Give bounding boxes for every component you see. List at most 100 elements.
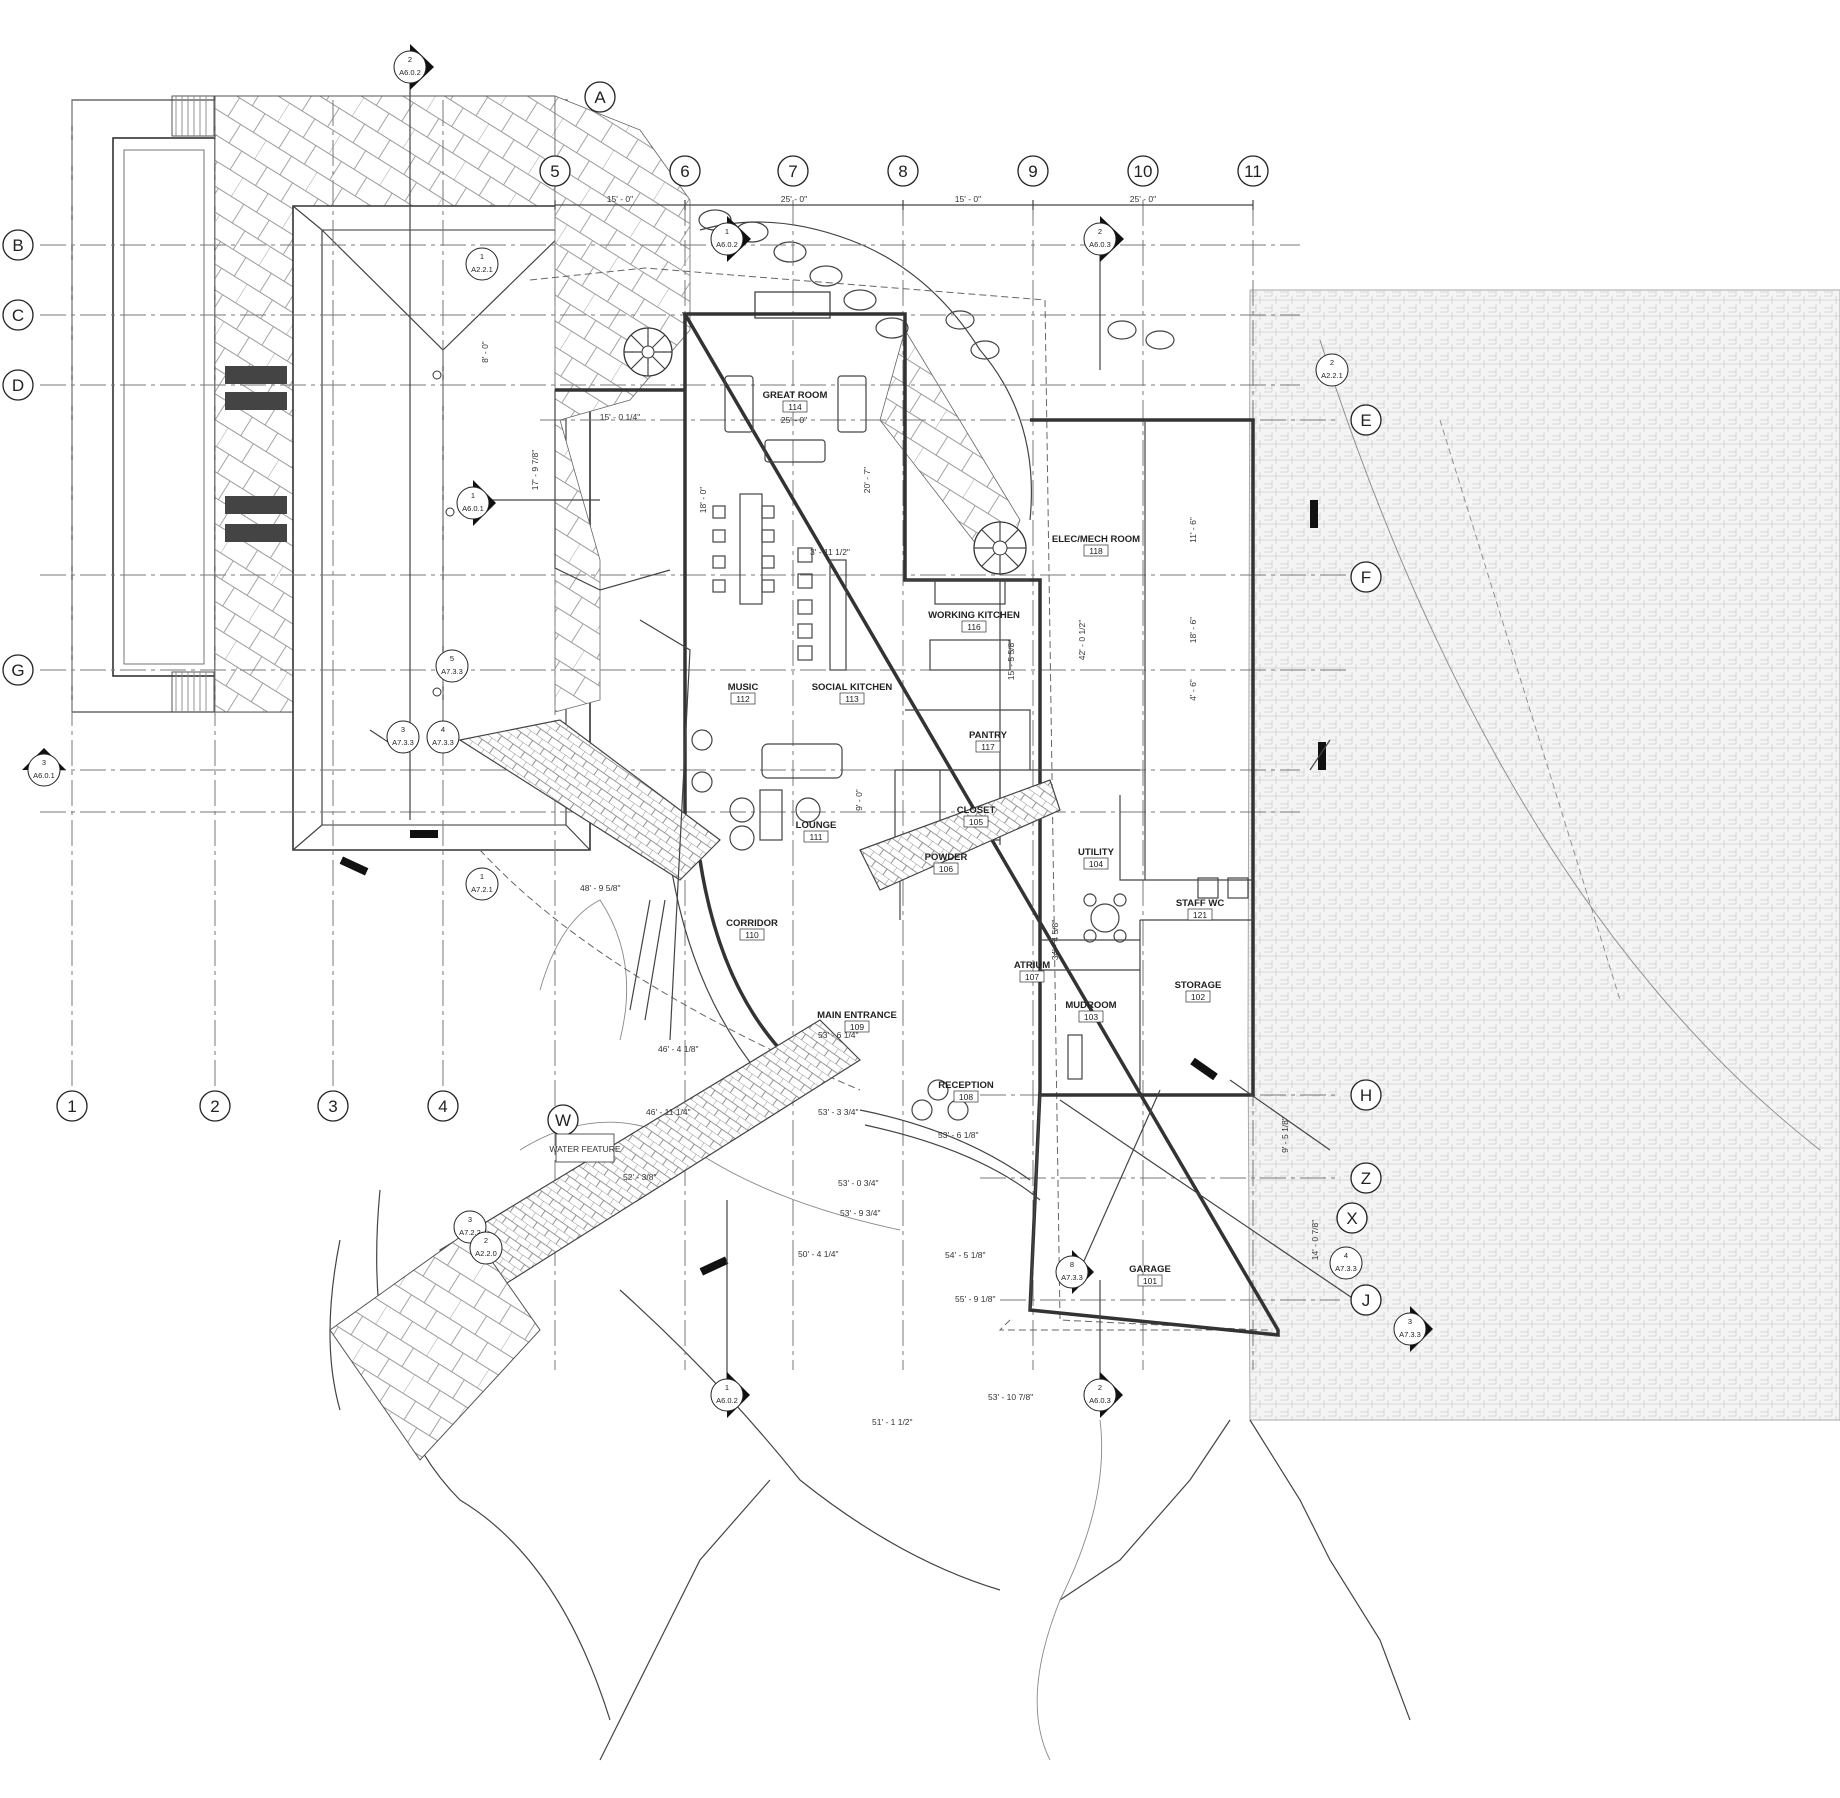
svg-text:4: 4 <box>1344 1251 1348 1260</box>
svg-text:A7.3.3: A7.3.3 <box>1399 1330 1421 1339</box>
grid-bubble-9: 9 <box>1017 155 1049 187</box>
svg-text:A2.2.1: A2.2.1 <box>1321 371 1343 380</box>
svg-text:105: 105 <box>969 817 983 827</box>
svg-text:109: 109 <box>850 1022 864 1032</box>
svg-text:A6.0.2: A6.0.2 <box>399 68 421 77</box>
svg-text:A7.2.2: A7.2.2 <box>459 1228 481 1237</box>
stone-garden-path <box>554 95 691 713</box>
svg-text:A7.3.3: A7.3.3 <box>441 667 463 676</box>
section-tag: 4A7.3.3 <box>1329 1246 1363 1280</box>
svg-text:103: 103 <box>1084 1012 1098 1022</box>
svg-text:1: 1 <box>471 491 475 500</box>
svg-text:18' - 0": 18' - 0" <box>698 487 708 513</box>
grid-bubble-W: W <box>547 1104 579 1136</box>
svg-text:5: 5 <box>450 654 454 663</box>
fireplace <box>754 291 831 319</box>
svg-text:20' - 7": 20' - 7" <box>862 467 872 493</box>
column-dimension: 15' - 0" <box>955 194 981 204</box>
svg-text:114: 114 <box>788 402 802 412</box>
section-tag: 1A2.2.1 <box>465 247 499 281</box>
spot-elevation: 46' - 11 1/4" <box>646 1107 691 1117</box>
grid-bubble-Z: Z <box>1350 1162 1382 1194</box>
spot-elevation: 53' - 3 3/4" <box>818 1107 859 1117</box>
svg-text:CORRIDOR: CORRIDOR <box>726 918 778 929</box>
svg-text:42' - 0 1/2": 42' - 0 1/2" <box>1077 620 1087 661</box>
svg-text:2: 2 <box>408 55 412 64</box>
spot-elevation: 53' - 9 3/4" <box>840 1208 881 1218</box>
grid-bubble-5: 5 <box>539 155 571 187</box>
grid-label: 6 <box>680 162 689 181</box>
svg-text:A6.0.2: A6.0.2 <box>716 1396 738 1405</box>
svg-text:CLOSET: CLOSET <box>957 805 996 816</box>
grid-bubble-7: 7 <box>777 155 809 187</box>
svg-text:53' - 0 3/4": 53' - 0 3/4" <box>838 1178 879 1188</box>
grid-bubble-C: C <box>2 299 34 331</box>
stone-step-path <box>329 1229 541 1461</box>
svg-text:101: 101 <box>1143 1276 1157 1286</box>
section-tag: 5A7.3.3 <box>435 649 469 683</box>
svg-text:53' - 6 1/8": 53' - 6 1/8" <box>938 1130 979 1140</box>
svg-text:113: 113 <box>845 694 859 704</box>
grid-bubble-D: D <box>2 369 34 401</box>
section-tag: 8A7.3.3 <box>1055 1250 1094 1294</box>
svg-text:2: 2 <box>1098 227 1102 236</box>
svg-text:18' - 6": 18' - 6" <box>1188 617 1198 643</box>
furniture <box>691 375 1249 1121</box>
svg-text:A7.3.3: A7.3.3 <box>1335 1264 1357 1273</box>
grid-bubble-2: 2 <box>199 1090 231 1122</box>
svg-text:48' - 9 5/8": 48' - 9 5/8" <box>580 883 621 893</box>
bridge-deck-north <box>458 719 721 881</box>
spot-elevation: 53' - 6 1/8" <box>938 1130 979 1140</box>
svg-text:15' - 0 1/4": 15' - 0 1/4" <box>600 412 641 422</box>
svg-text:53' - 6 1/4": 53' - 6 1/4" <box>818 1030 859 1040</box>
grid-label: 11 <box>1244 162 1262 181</box>
grid-bubble-E: E <box>1350 404 1382 436</box>
spiral-stair-east <box>973 521 1027 575</box>
svg-text:14' - 0 7/8": 14' - 0 7/8" <box>1310 1220 1320 1261</box>
svg-text:15' - 5 5/8": 15' - 5 5/8" <box>1006 640 1016 681</box>
svg-text:53' - 10 7/8": 53' - 10 7/8" <box>988 1392 1033 1402</box>
grid-bubble-A: A <box>584 81 616 113</box>
svg-text:112: 112 <box>736 694 750 704</box>
svg-text:A7.3.3: A7.3.3 <box>1061 1273 1083 1282</box>
grid-label: 8 <box>898 162 907 181</box>
grid-label: Z <box>1361 1169 1371 1188</box>
grid-label: 1 <box>67 1097 76 1116</box>
svg-text:MAIN ENTRANCE: MAIN ENTRANCE <box>817 1010 897 1021</box>
svg-text:111: 111 <box>810 832 823 842</box>
grid-label: F <box>1361 568 1371 587</box>
section-tag: 2A6.0.3 <box>1083 216 1124 262</box>
grid-label: D <box>12 376 24 395</box>
grid-label: 10 <box>1134 162 1153 181</box>
column-dimension-strings: 15' - 0" 25' - 0" 15' - 0" 25' - 0" <box>554 194 1254 210</box>
svg-text:MUSIC: MUSIC <box>728 682 759 693</box>
section-tag: 1A6.0.2 <box>710 1372 750 1418</box>
svg-text:ELEC/MECH ROOM: ELEC/MECH ROOM <box>1052 534 1140 545</box>
spot-elevation: 55' - 9 1/8" <box>955 1294 996 1304</box>
svg-text:2: 2 <box>1330 358 1334 367</box>
svg-text:UTILITY: UTILITY <box>1078 847 1115 858</box>
section-tag: 2A2.2.0 <box>469 1231 503 1265</box>
svg-text:9' - 0": 9' - 0" <box>854 789 864 811</box>
svg-text:53' - 3 3/4": 53' - 3 3/4" <box>818 1107 859 1117</box>
grid-bubble-11: 11 <box>1237 155 1269 187</box>
svg-text:4: 4 <box>441 725 445 734</box>
building-walls <box>554 312 1280 1337</box>
grid-label: 5 <box>550 162 559 181</box>
paved-courtyard <box>1247 289 1840 1421</box>
svg-text:102: 102 <box>1191 992 1205 1002</box>
svg-text:PANTRY: PANTRY <box>969 730 1008 741</box>
section-tag: 3A7.3.3 <box>386 720 420 754</box>
grid-bubble-G: G <box>2 654 34 686</box>
